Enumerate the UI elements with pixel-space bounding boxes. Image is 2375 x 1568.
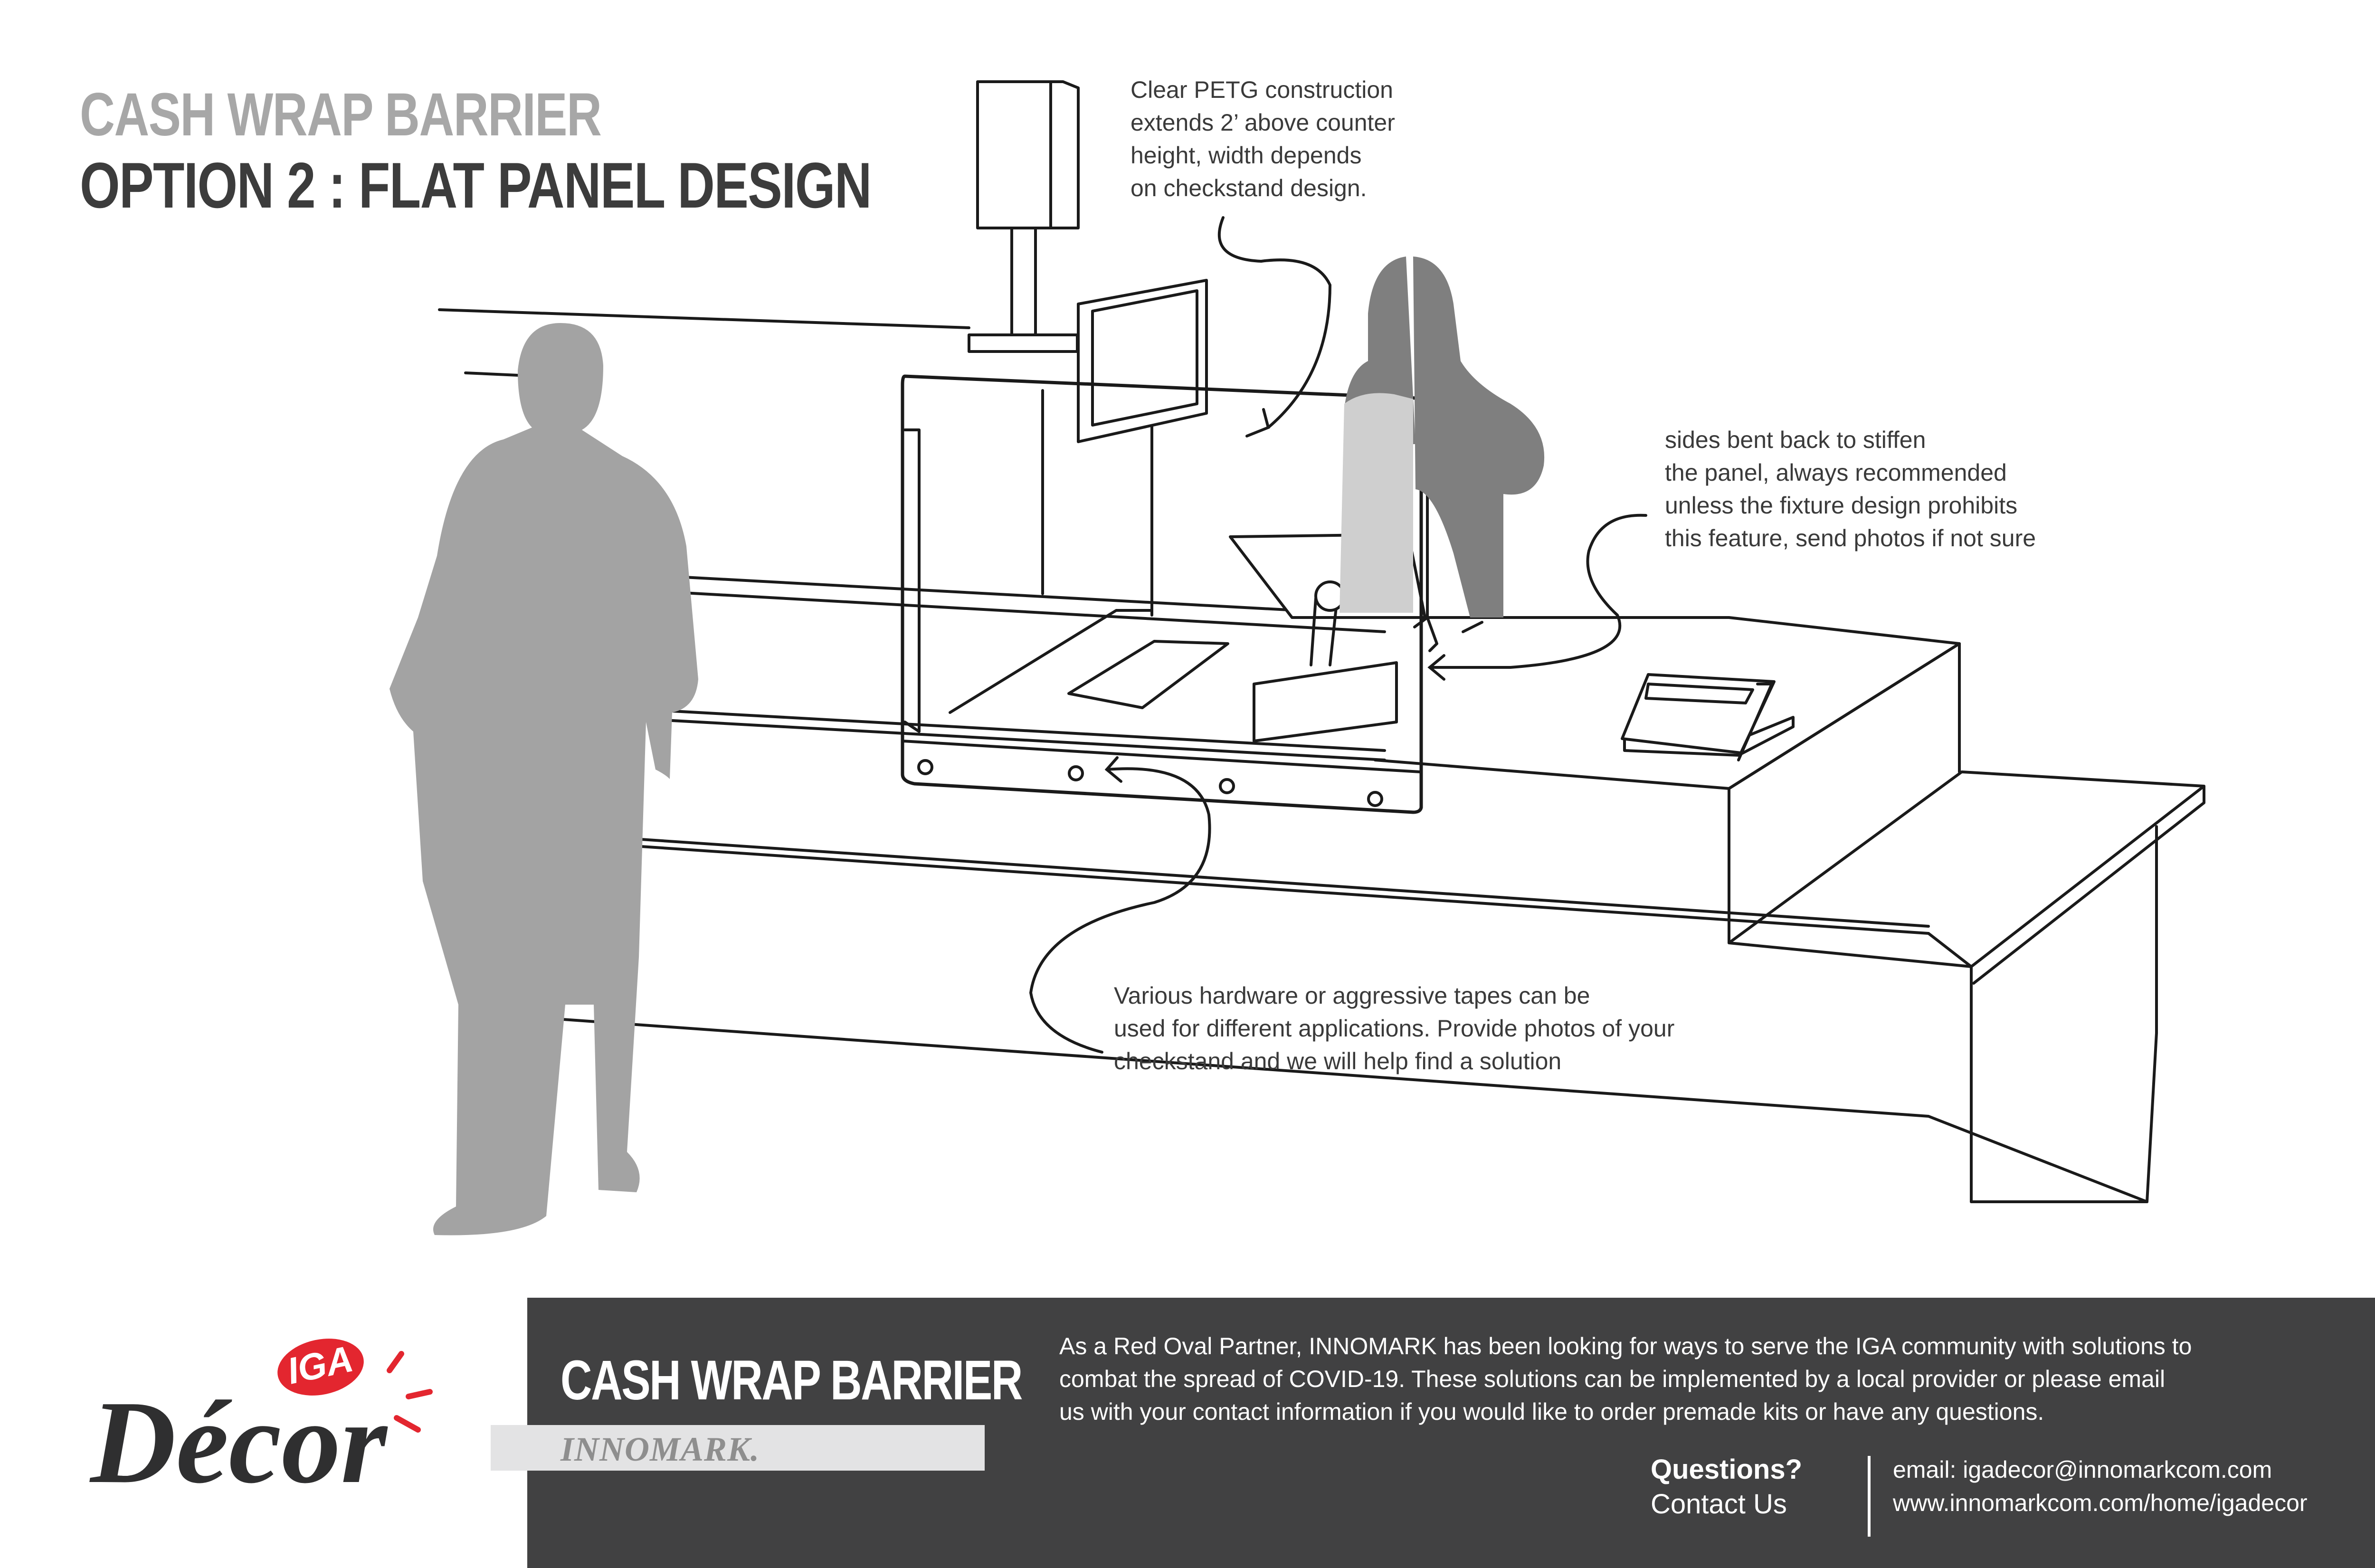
footer-blurb-line: As a Red Oval Partner, INNOMARK has been… <box>1059 1333 2192 1359</box>
annotation-sides-line: this feature, send photos if not sure <box>1665 525 2036 551</box>
iga-decor-logo: IGA Décor <box>89 1338 433 1508</box>
header-title: CASH WRAP BARRIER <box>80 81 602 149</box>
innomark-wordmark: INNOMARK. <box>560 1430 760 1468</box>
base-front <box>488 1013 2148 1203</box>
annotation-sides-line: unless the fixture design prohibits <box>1665 492 2018 519</box>
footer-blurb-line: combat the spread of COVID-19. These sol… <box>1059 1366 2166 1392</box>
cashier-silhouette <box>1413 257 1545 618</box>
desk-top <box>1728 770 2205 968</box>
callout-arrowhead-hardware <box>1104 756 1122 783</box>
footer-divider <box>1868 1456 1871 1537</box>
annotation-petg: Clear PETG construction extends 2’ above… <box>1130 74 1395 205</box>
back-counter-second-line <box>464 371 519 377</box>
panel-back-bend <box>1426 616 1438 652</box>
register-base <box>1253 661 1398 742</box>
desk-right-edge <box>1972 785 2205 985</box>
footer-blurb-line: us with your contact information if you … <box>1059 1398 2044 1425</box>
pole-sign <box>976 80 1080 229</box>
annotation-hardware-line: used for different applications. Provide… <box>1114 1015 1675 1042</box>
annotation-petg-line: extends 2’ above counter <box>1130 109 1395 136</box>
mount-hole <box>1219 778 1235 794</box>
decor-wordmark: Décor <box>89 1377 388 1508</box>
belt-top-edge <box>683 576 1386 617</box>
annotation-hardware-line: checkstand and we will help find a solut… <box>1114 1048 1562 1074</box>
belt-back-edge <box>683 591 1386 633</box>
annotation-petg-line: on checkstand design. <box>1130 175 1367 201</box>
back-counter-top-line <box>438 308 970 329</box>
checkstand-illustration <box>390 80 2205 1235</box>
register-counter-side <box>1728 642 1961 790</box>
spark-icon <box>387 1351 433 1433</box>
pos-monitor-inner <box>1091 289 1198 427</box>
card-terminal-body <box>1621 673 1776 754</box>
card-terminal-slot <box>1737 683 1773 761</box>
callout-arrow-hardware <box>1029 767 1211 1054</box>
annotation-hardware: Various hardware or aggressive tapes can… <box>1114 979 1674 1078</box>
pole <box>1010 227 1037 336</box>
contact-website[interactable]: www.innomarkcom.com/home/igadecor <box>1893 1490 2308 1516</box>
pos-monitor <box>1077 279 1208 443</box>
callout-arrow-sides <box>1428 513 1647 669</box>
lower-cabinet-line <box>626 844 1930 935</box>
annotation-petg-line: Clear PETG construction <box>1130 76 1393 103</box>
lower-cabinet-top <box>626 837 1930 928</box>
pole-base <box>968 333 1079 353</box>
questions-title: Questions? <box>1651 1454 1803 1485</box>
iga-badge <box>277 1339 364 1396</box>
annotation-petg-line: height, width depends <box>1130 142 1362 169</box>
bagging-slot <box>1067 640 1229 709</box>
annotation-hardware-line: Various hardware or aggressive tapes can… <box>1114 982 1590 1009</box>
mount-hole <box>1367 791 1383 807</box>
mount-hole <box>1068 765 1084 781</box>
register-counter-left <box>1462 621 1483 633</box>
card-terminal-screen <box>1644 683 1754 704</box>
annotation-sides: sides bent back to stiffen the panel, al… <box>1665 424 2036 555</box>
contact-us-label: Contact Us <box>1651 1489 1787 1520</box>
panel-side-left <box>903 428 921 733</box>
mount-hole <box>917 759 933 775</box>
callout-arrowhead-sides <box>1427 654 1445 681</box>
desk-inner-line <box>1927 932 1973 968</box>
desk-bottom-back <box>2146 1032 2158 1203</box>
panel-lower-edge <box>901 740 1422 773</box>
header-subtitle: OPTION 2 : FLAT PANEL DESIGN <box>80 149 872 221</box>
customer-silhouette <box>390 323 698 1235</box>
annotation-sides-line: the panel, always recommended <box>1665 459 2007 486</box>
brand-bar <box>491 1425 985 1471</box>
cashier-behind-panel <box>1340 393 1413 613</box>
belt-front-edge <box>654 709 1386 752</box>
annotation-sides-line: sides bent back to stiffen <box>1665 427 1926 453</box>
belt-front-edge-lower <box>654 718 1386 761</box>
callout-arrowhead-petg <box>1245 408 1270 437</box>
belt-surface-line <box>949 609 1153 714</box>
contact-email[interactable]: email: igadecor@innomarkcom.com <box>1893 1456 2272 1483</box>
footer-blurb: As a Red Oval Partner, INNOMARK has been… <box>1059 1330 2375 1428</box>
footer-title: CASH WRAP BARRIER <box>560 1349 1023 1412</box>
callout-arrow-petg <box>1217 216 1332 429</box>
